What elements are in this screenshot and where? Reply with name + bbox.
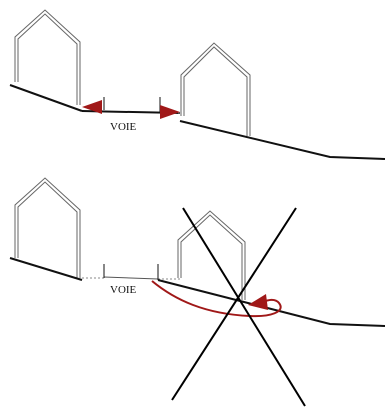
- ground-left: [9, 84, 83, 112]
- curved-arrow-head: [248, 294, 268, 310]
- ground-left-2: [9, 257, 83, 281]
- house-left-2: [14, 177, 81, 278]
- cross-line-2: [171, 207, 297, 401]
- diagram-incorrect: VOIE: [9, 177, 385, 407]
- curved-arrow: [151, 280, 282, 318]
- arrow-left: [82, 100, 102, 114]
- house-right-2: [177, 210, 246, 300]
- arrow-right: [160, 105, 180, 119]
- road-label-top: VOIE: [110, 121, 137, 133]
- house-right: [180, 42, 251, 136]
- ground-right-2: [157, 279, 385, 327]
- road-surface-2: [103, 276, 159, 280]
- diagram-correct: VOIE: [9, 9, 385, 160]
- road-label-bottom: VOIE: [110, 284, 137, 296]
- cross-line-1: [182, 207, 306, 407]
- ground-right: [179, 120, 385, 160]
- house-left: [14, 9, 81, 105]
